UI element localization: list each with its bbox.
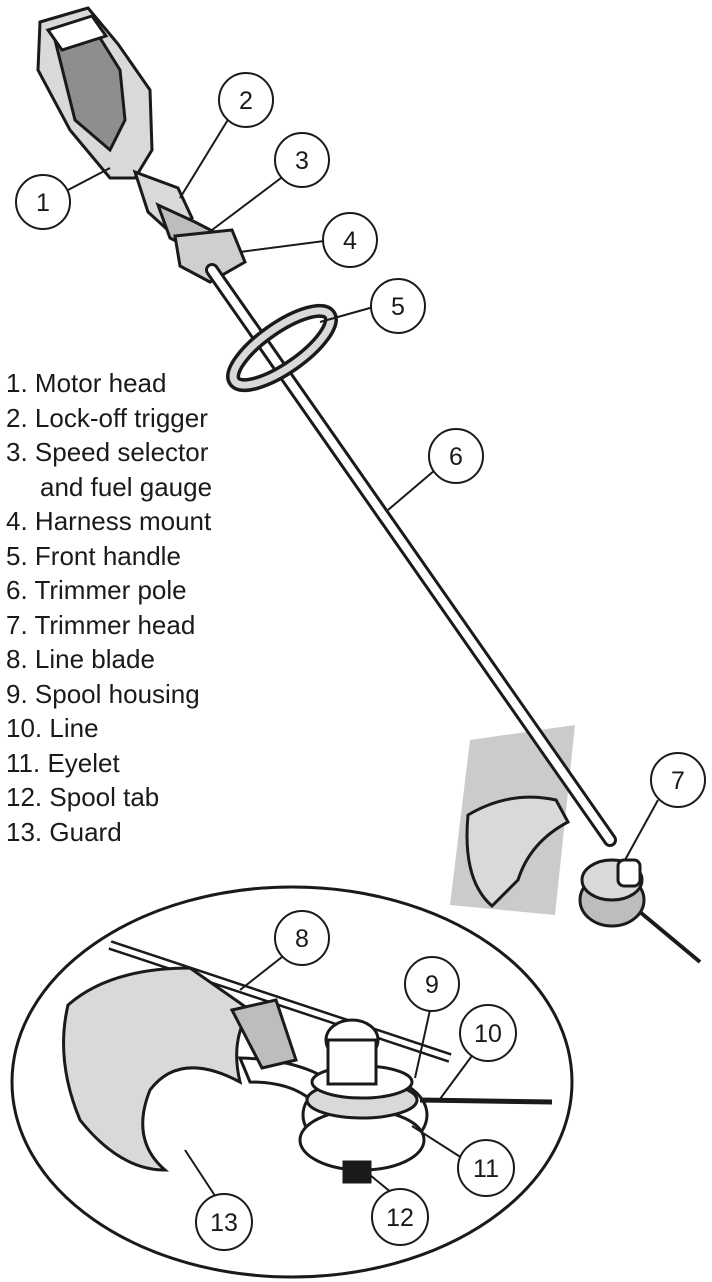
legend-item: 2. Lock-off trigger [6,401,212,436]
legend-item: and fuel gauge [6,470,212,505]
callout-9: 9 [404,956,460,1012]
callouts: 1 2 3 4 5 6 7 8 9 10 11 12 13 [15,72,706,1251]
callout-10: 10 [459,1004,517,1062]
legend-label: Spool housing [34,678,200,709]
legend-item: 8. Line blade [6,642,212,677]
callout-3: 3 [274,132,330,188]
legend-num: 4. [6,506,28,536]
legend-label: Line [49,713,99,743]
parts-legend: 1. Motor head 2. Lock-off trigger 3. Spe… [6,366,212,849]
callout-5-label: 5 [391,293,405,321]
front-handle [226,303,338,393]
legend-item: 5. Front handle [6,539,212,574]
legend-item: 13. Guard [6,815,212,850]
legend-item: 10. Line [6,711,212,746]
callout-12-label: 12 [386,1204,414,1232]
trimmer-head-small [465,795,702,964]
legend-item: 12. Spool tab [6,780,212,815]
callout-11: 11 [457,1139,515,1197]
legend-item: 6. Trimmer pole [6,573,212,608]
callout-6: 6 [428,428,484,484]
callout-1: 1 [15,174,71,230]
motor-head [36,6,154,180]
legend-label: Harness mount [34,506,212,536]
legend-item: 4. Harness mount [6,504,212,539]
legend-label: Front handle [34,540,181,571]
callout-12: 12 [371,1188,429,1246]
trigger-section [132,169,247,284]
trimmer-pole [205,263,617,847]
legend-num: 8. [6,644,28,674]
legend-num: 10. [6,713,43,743]
legend-num: 1. [6,368,28,398]
callout-6-label: 6 [449,443,463,471]
legend-label: Trimmer pole [34,575,187,605]
callout-8-label: 8 [295,925,309,953]
callout-9-label: 9 [425,971,439,999]
legend-item: 7. Trimmer head [6,608,212,643]
legend-item: 9. Spool housing [6,677,212,712]
callout-2-label: 2 [239,87,253,115]
legend-item: 11. Eyelet [6,746,212,781]
guard [62,966,253,1172]
legend-item: 3. Speed selector [6,435,212,470]
callout-11-label: 11 [473,1155,499,1183]
legend-num: 7. [6,609,28,640]
legend-label: Trimmer head [34,609,196,640]
legend-num: 9. [6,678,28,709]
callout-7: 7 [650,752,706,808]
callout-5: 5 [370,278,426,334]
legend-label: Lock-off trigger [34,402,208,433]
legend-num: 11. [6,747,41,778]
callout-2: 2 [218,72,274,128]
legend-label: Guard [49,816,122,847]
spool-tab [342,1160,372,1184]
legend-item: 1. Motor head [6,366,212,401]
callout-13: 13 [195,1193,253,1251]
callout-4: 4 [322,212,378,268]
legend-label: Speed selector [34,437,209,467]
legend-num: 12. [6,782,43,812]
callout-4-label: 4 [343,227,357,255]
legend-label: Spool tab [49,782,160,812]
legend-num: 2. [6,402,28,433]
callout-3-label: 3 [295,147,309,175]
detail-assembly [62,940,553,1184]
callout-10-label: 10 [474,1020,502,1048]
legend-label: Eyelet [47,747,120,778]
callout-8: 8 [274,910,330,966]
leader-lines [67,117,659,1209]
callout-7-label: 7 [671,767,685,795]
legend-num: 3. [6,437,28,467]
legend-label: Line blade [34,644,155,674]
legend-label: Motor head [34,368,167,398]
callout-1-label: 1 [36,189,50,217]
legend-label: and fuel gauge [40,471,213,502]
callout-13-label: 13 [210,1209,238,1237]
legend-num: 5. [6,540,28,571]
legend-num: 13. [6,816,43,847]
legend-num: 6. [6,575,28,605]
